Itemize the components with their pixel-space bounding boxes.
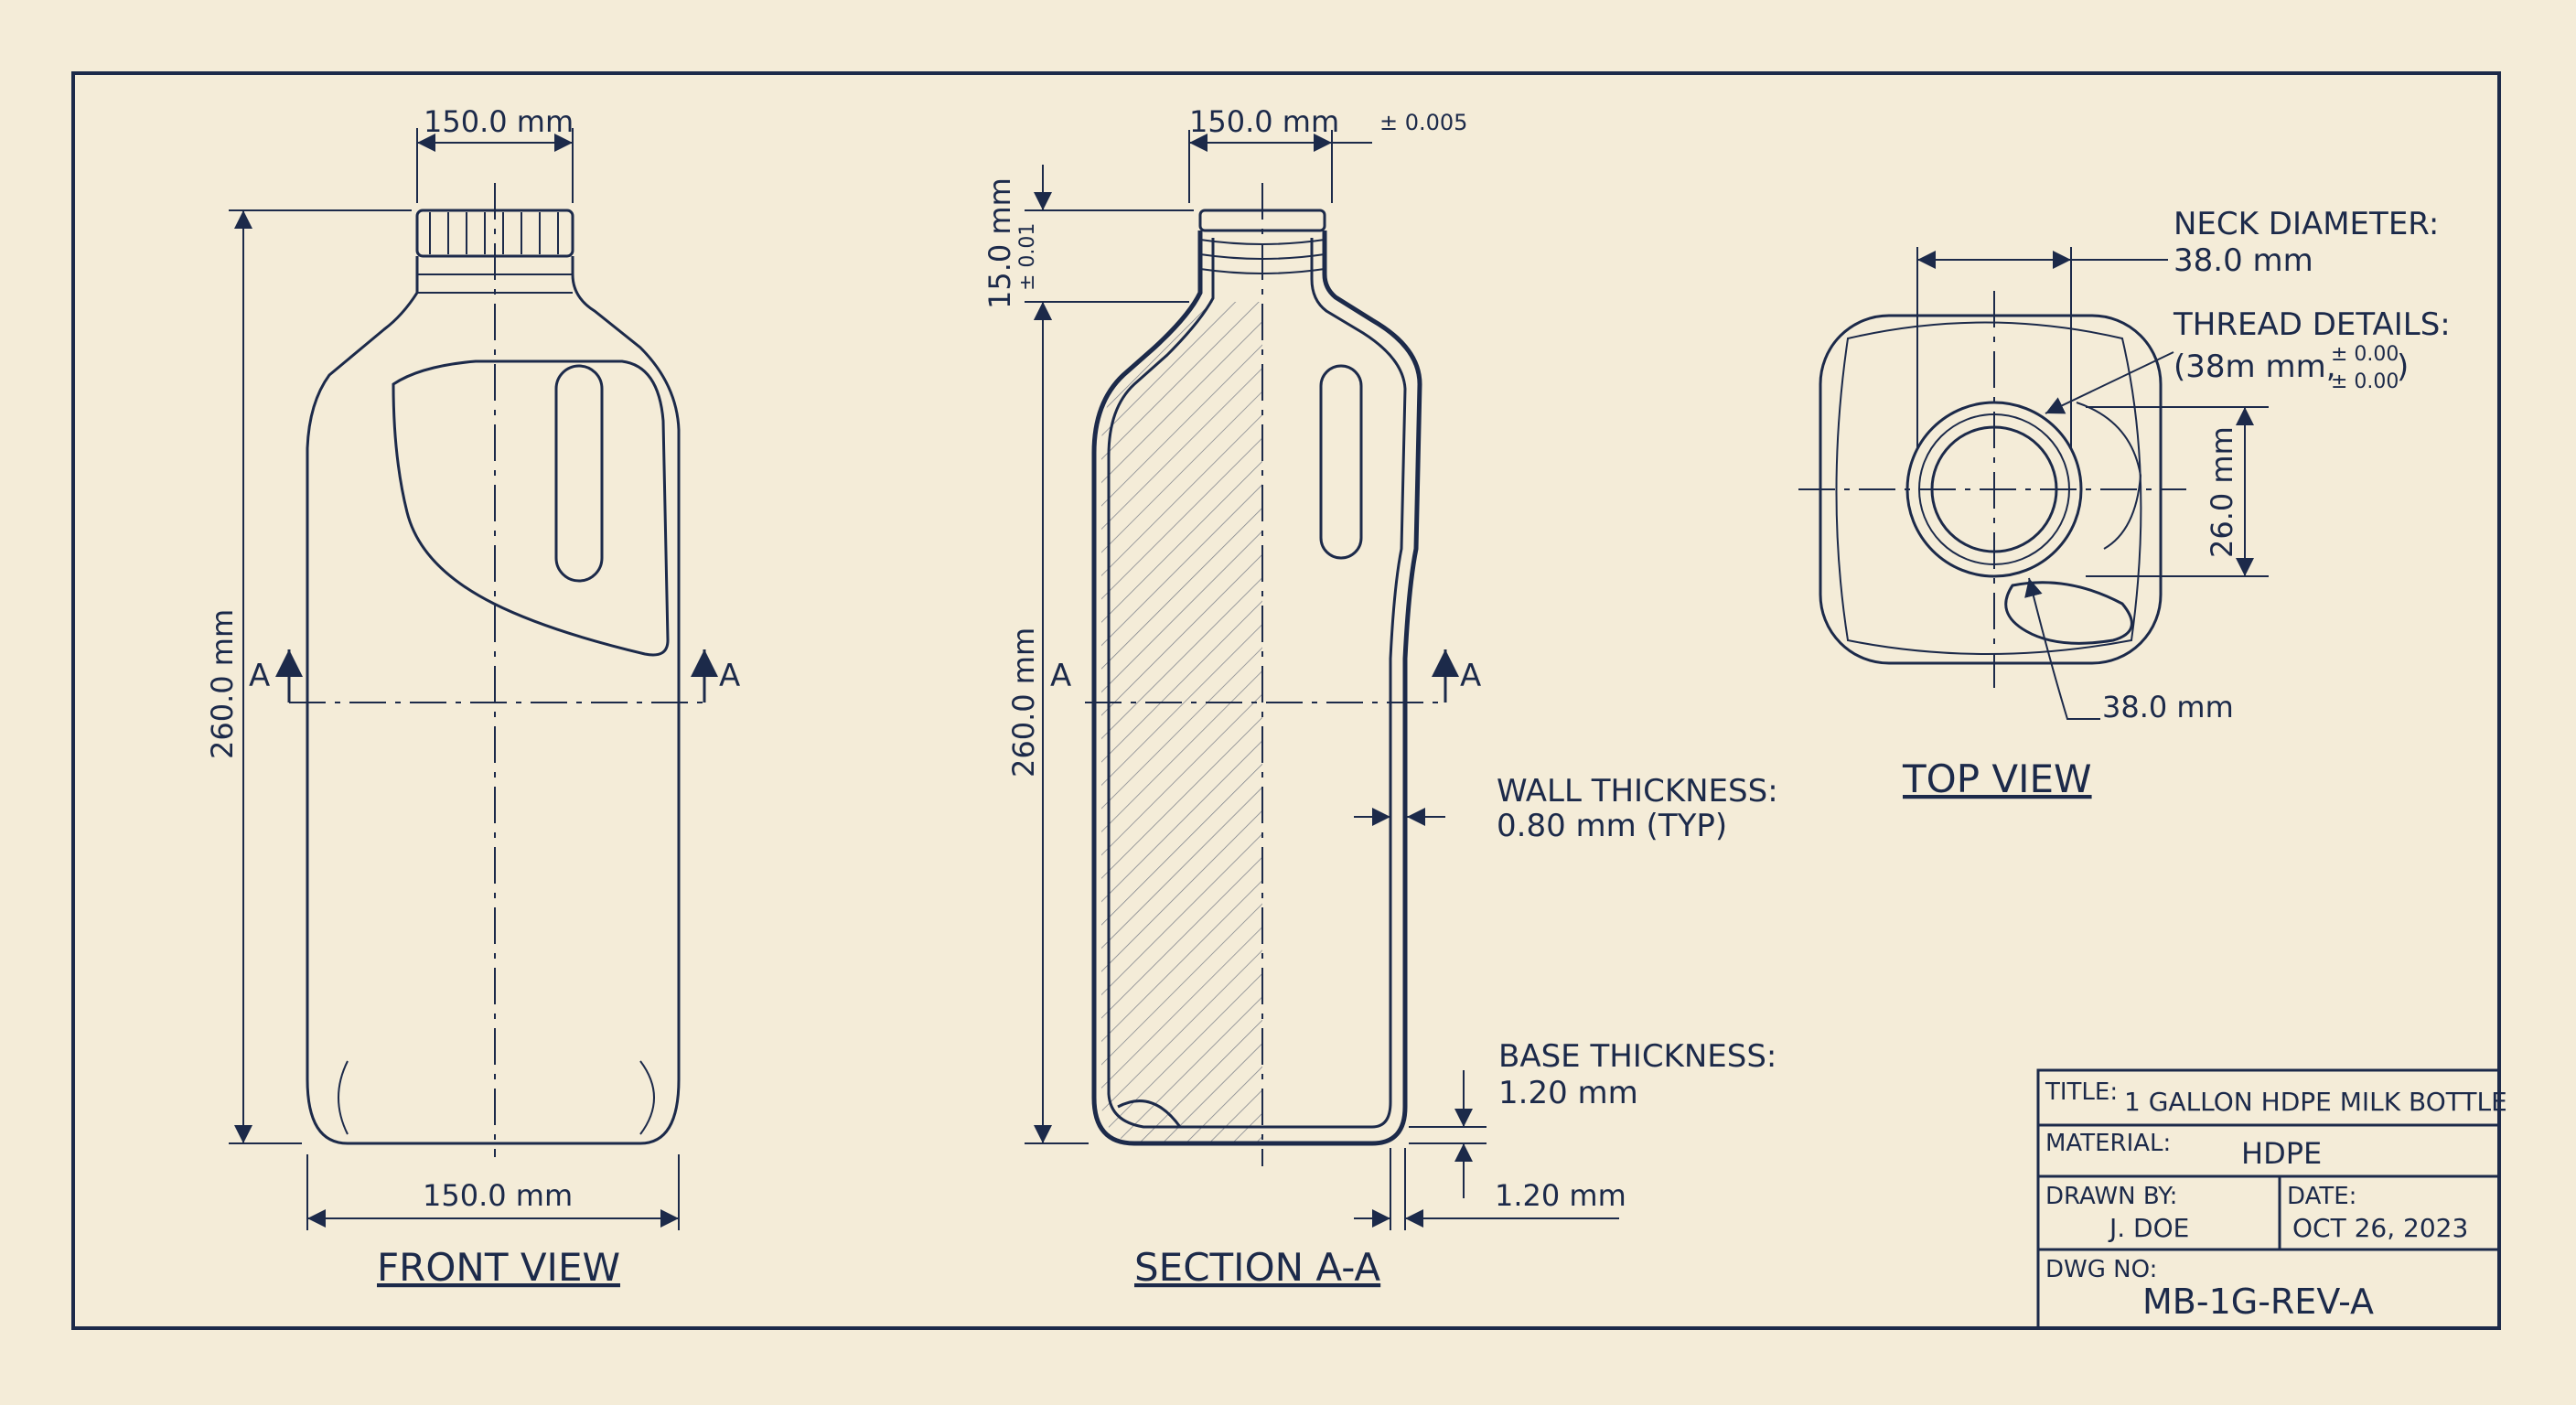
section-mark-left: A <box>1050 658 1071 694</box>
front-section-mark-left: A <box>249 658 270 694</box>
tb-drawn-value: J. DOE <box>2108 1213 2189 1243</box>
thread-details-close: ) <box>2397 349 2409 385</box>
base-bottom-dim: 1.20 mm <box>1495 1178 1626 1213</box>
tb-dwg-value: MB-1G-REV-A <box>2142 1282 2374 1322</box>
neck-diameter-label: NECK DIAMETER: <box>2174 206 2439 242</box>
front-handle <box>392 359 670 657</box>
drawing-border <box>71 71 2501 1330</box>
tb-material-value: HDPE <box>2241 1136 2322 1171</box>
section-view-title: SECTION A-A <box>1134 1245 1380 1290</box>
tb-title-key: TITLE: <box>2045 1078 2118 1106</box>
section-handle-slot <box>1319 364 1363 560</box>
section-view: A A 150.0 mm ± 0.005 15.0 mm ± 0.01 260.… <box>982 104 1778 1290</box>
title-block: TITLE: 1 GALLON HDPE MILK BOTTLE MATERIA… <box>2036 1068 2507 1330</box>
base-thickness-label: BASE THICKNESS: <box>1498 1038 1776 1075</box>
front-bottom-width-label: 150.0 mm <box>423 1178 573 1213</box>
top-view-title: TOP VIEW <box>1902 756 2092 801</box>
section-neck-tolerance: ± 0.01 <box>1016 223 1039 291</box>
thread-details-label: THREAD DETAILS: <box>2173 306 2451 343</box>
thread-details-value: (38m mm, <box>2174 349 2336 385</box>
tb-dwg-key: DWG NO: <box>2045 1256 2157 1283</box>
section-outer-outline <box>1091 231 1422 1146</box>
tb-drawn-key: DRAWN BY: <box>2045 1183 2177 1210</box>
front-view-title: FRONT VIEW <box>377 1245 620 1290</box>
wall-thickness-value: 0.80 mm (TYP) <box>1497 808 1727 844</box>
section-top-width-label: 150.0 mm <box>1189 104 1339 139</box>
top-side-dim: 26.0 mm <box>2205 426 2239 558</box>
section-top-tolerance: ± 0.005 <box>1379 110 1467 135</box>
top-bottom-dim: 38.0 mm <box>2102 690 2234 724</box>
thread-tolerance-upper: ± 0.00 <box>2331 343 2399 366</box>
top-view: NECK DIAMETER: 38.0 mm THREAD DETAILS: (… <box>1798 206 2451 801</box>
wall-thickness-label: WALL THICKNESS: <box>1497 773 1778 810</box>
tb-date-key: DATE: <box>2287 1183 2356 1210</box>
tb-title-value: 1 GALLON HDPE MILK BOTTLE <box>2124 1087 2507 1117</box>
neck-diameter-value: 38.0 mm <box>2174 242 2313 279</box>
tb-date-value: OCT 26, 2023 <box>2292 1213 2468 1243</box>
thread-tolerance-lower: ± 0.00 <box>2331 370 2399 393</box>
front-height-label: 260.0 mm <box>205 609 240 759</box>
front-bottle-outline <box>306 256 681 1145</box>
section-neck-height-label: 15.0 mm <box>982 177 1017 309</box>
front-top-width-label: 150.0 mm <box>424 104 574 139</box>
front-handle-slot <box>554 364 604 583</box>
tb-material-key: MATERIAL: <box>2045 1130 2171 1157</box>
section-hatch <box>1101 302 1262 1143</box>
base-thickness-value: 1.20 mm <box>1498 1075 1638 1111</box>
top-handle-lobe <box>2004 581 2133 645</box>
section-mark-right: A <box>1460 658 1481 694</box>
section-height-label: 260.0 mm <box>1006 627 1041 778</box>
section-inner-wall <box>1107 238 1407 1129</box>
front-section-mark-right: A <box>719 658 740 694</box>
front-view: A A 150.0 mm 260.0 mm 150.0 mm FRONT VIE… <box>205 104 740 1290</box>
